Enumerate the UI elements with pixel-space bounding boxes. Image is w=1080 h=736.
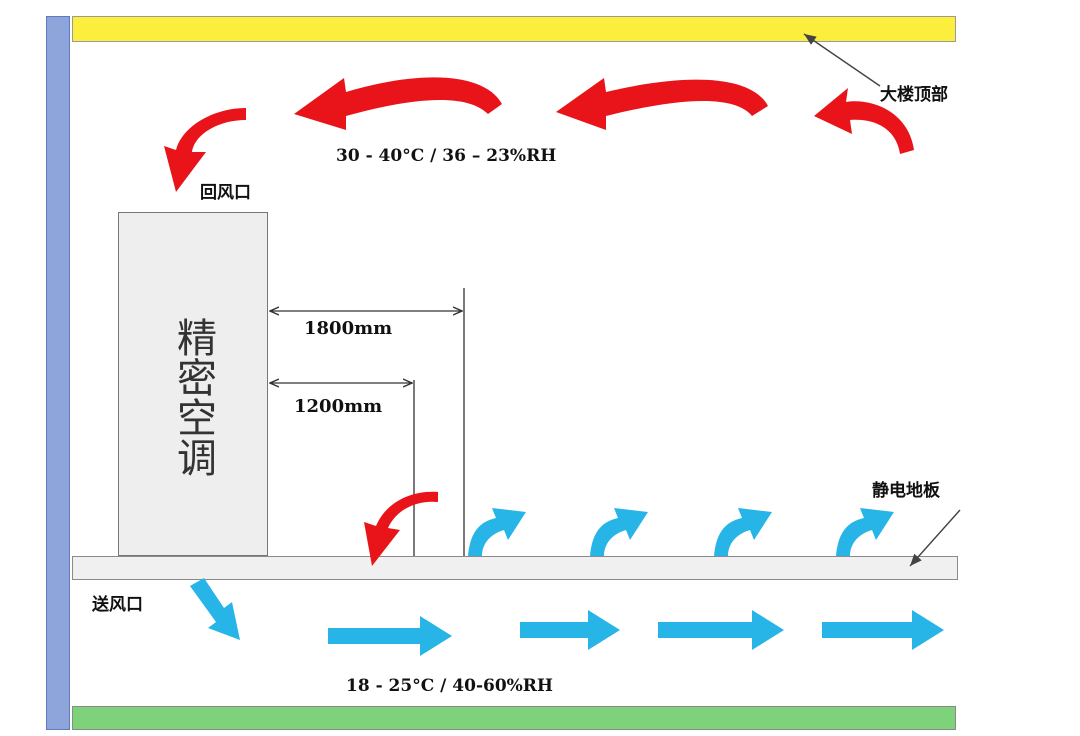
hot-air-arrow — [364, 491, 438, 566]
supply-air-arrows — [190, 578, 944, 656]
raised-floor — [72, 556, 958, 580]
supply-air-arrow — [328, 616, 452, 656]
supply-air-arrow — [658, 610, 784, 650]
ceiling-leader-line — [803, 33, 881, 87]
ground-slab — [72, 706, 956, 730]
hot-air-arrow — [814, 88, 914, 154]
hot-air-arrow — [164, 108, 246, 192]
raised-floor-label: 静电地板 — [872, 481, 940, 501]
return-vent-label: 回风口 — [200, 183, 251, 203]
hot-air-arrow — [556, 78, 768, 130]
cool-air-arrow — [714, 508, 772, 556]
cool-air-arrow — [590, 508, 648, 556]
hot-air-arrow — [294, 77, 502, 130]
crac-unit: 精密空调 — [118, 212, 268, 556]
ceiling-beam — [72, 16, 956, 42]
cool-air-arrows — [468, 508, 894, 556]
supply-air-arrow — [520, 610, 620, 650]
supply-air-arrow — [822, 610, 944, 650]
cool-air-arrow — [836, 508, 894, 556]
crac-unit-label: 精密空调 — [170, 317, 216, 477]
left-wall — [46, 16, 70, 730]
ceiling-label: 大楼顶部 — [880, 85, 948, 105]
supply-air-arrow — [190, 578, 240, 640]
dimension-1800-label: 1800mm — [304, 318, 393, 339]
hot-air-arrows — [164, 77, 914, 566]
dimension-1200-label: 1200mm — [294, 396, 383, 417]
return-air-condition-label: 30 - 40°C / 36 – 23%RH — [336, 146, 557, 166]
cool-air-arrow — [468, 508, 526, 556]
floor-leader-line — [909, 509, 961, 567]
supply-air-condition-label: 18 - 25°C / 40-60%RH — [346, 676, 553, 696]
supply-vent-label: 送风口 — [92, 595, 143, 615]
